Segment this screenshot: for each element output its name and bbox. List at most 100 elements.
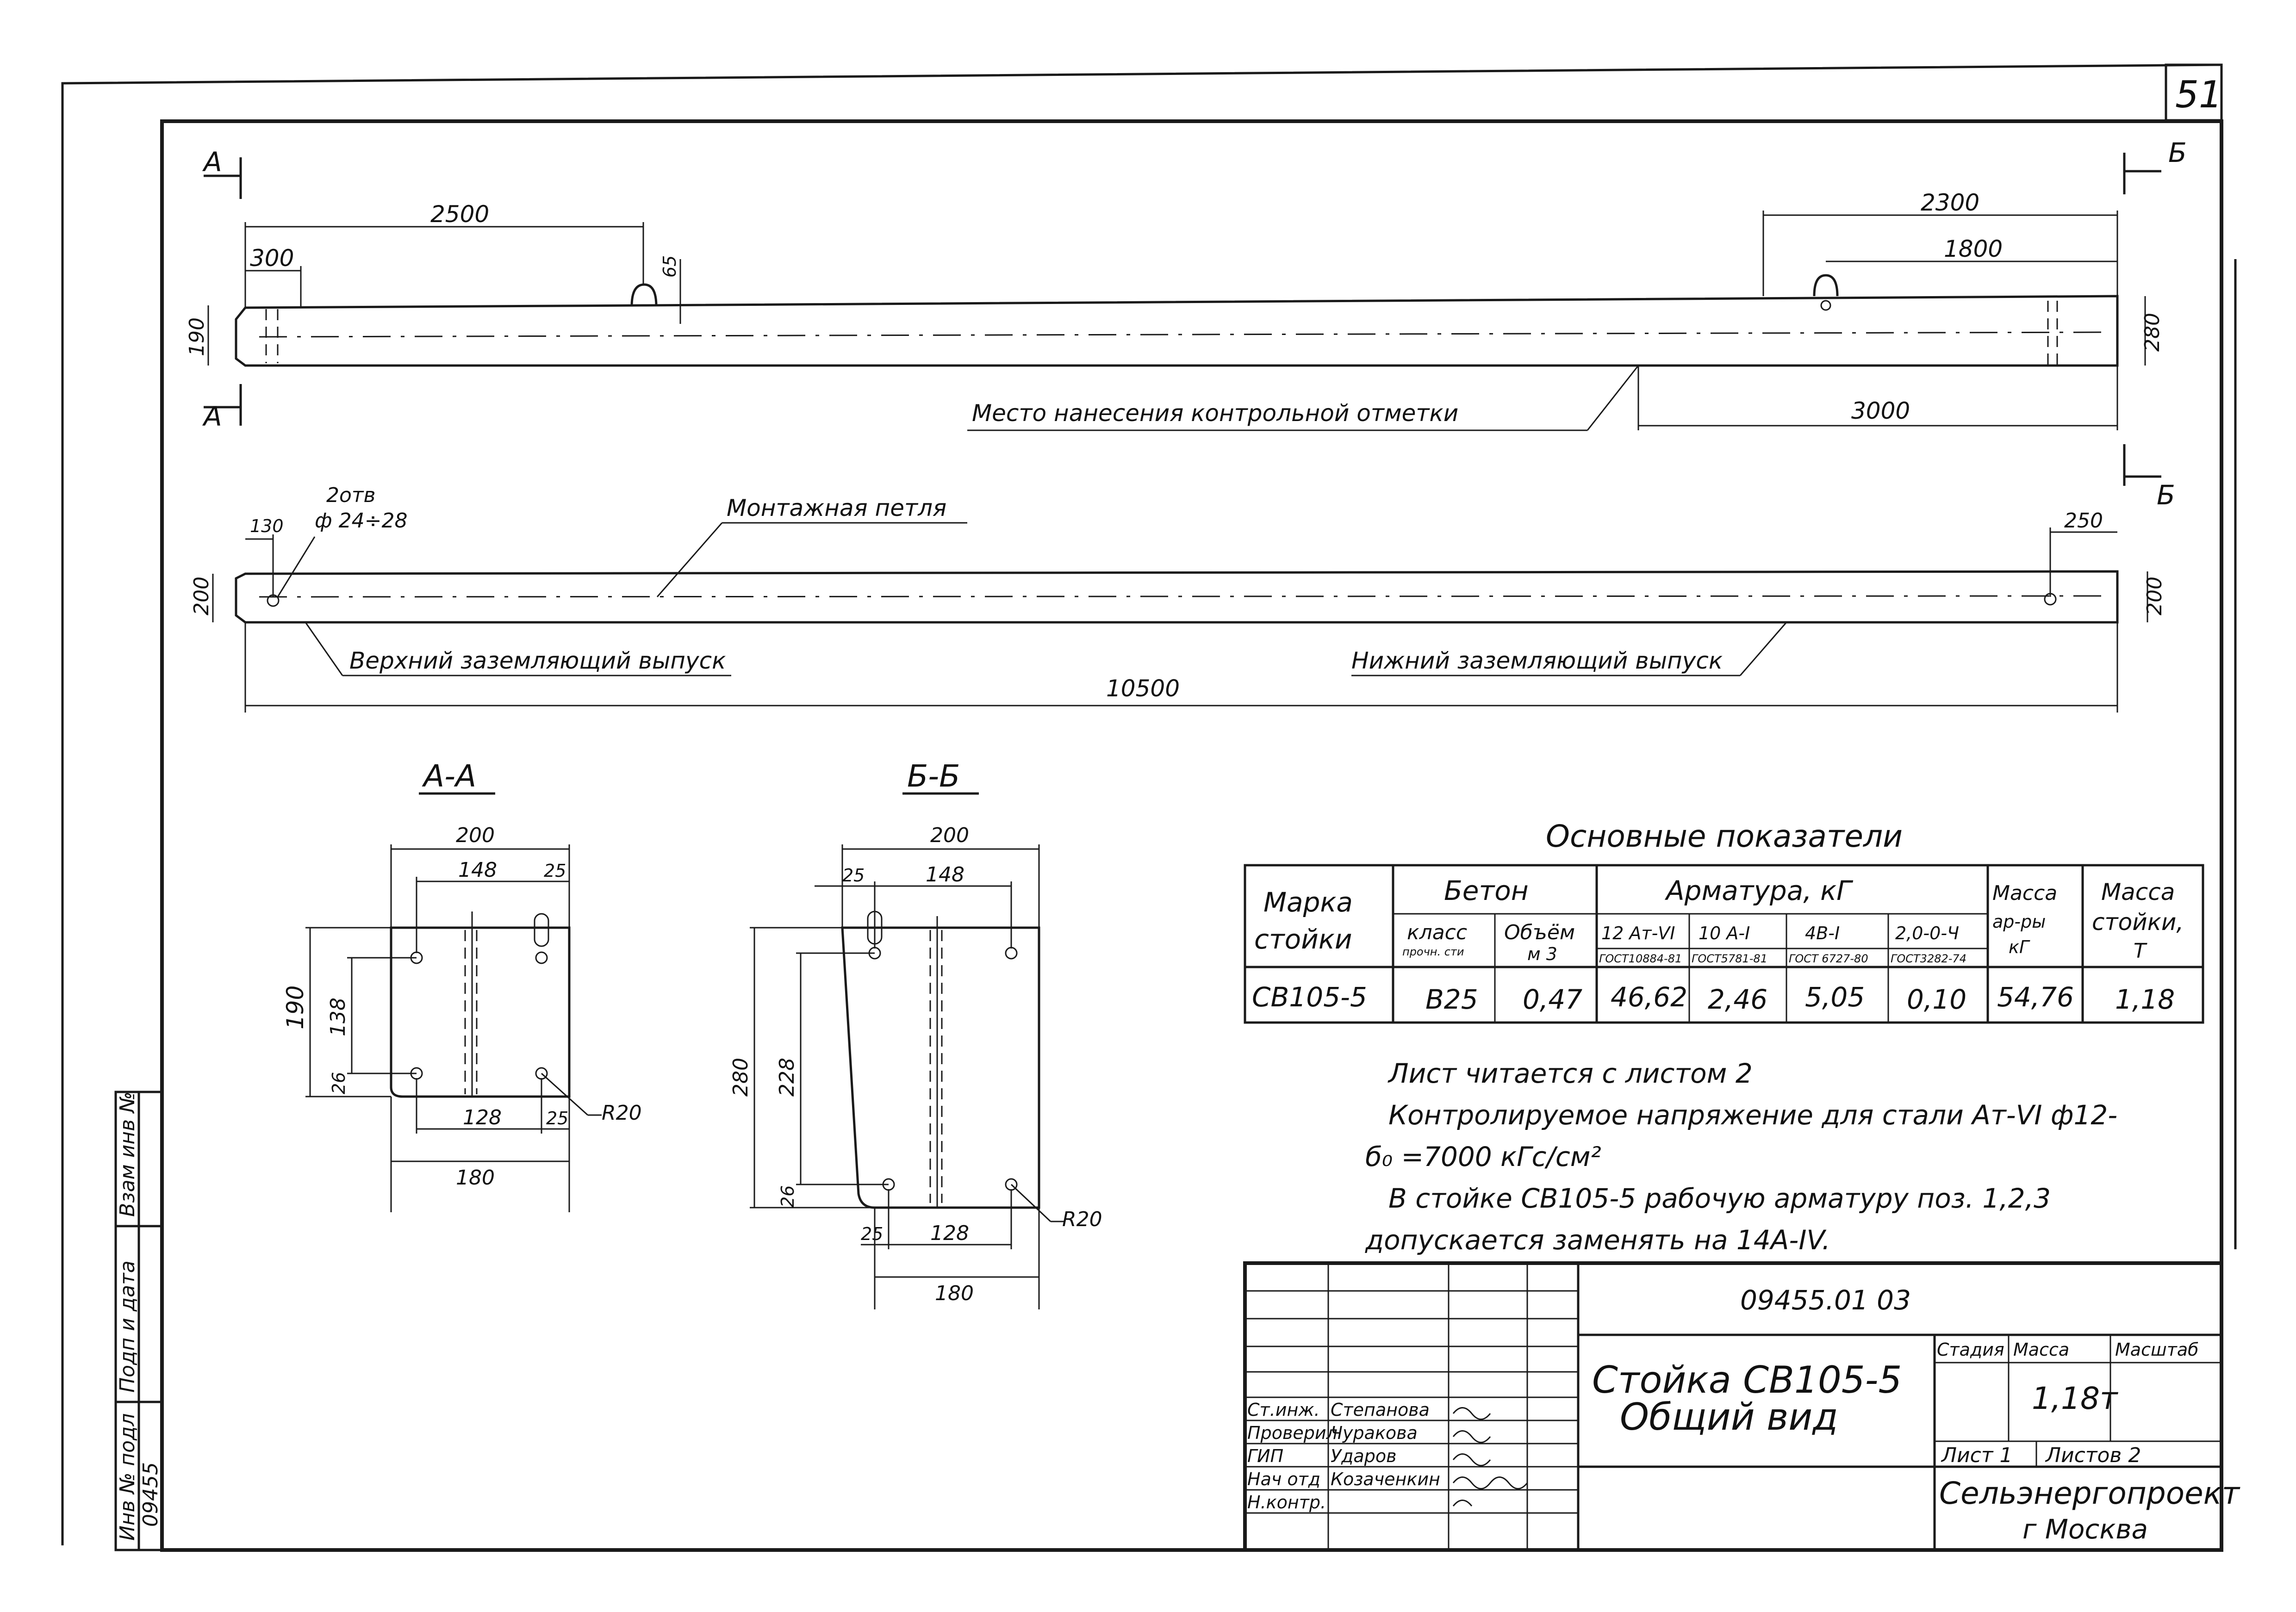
section-a-bottom: А	[202, 401, 222, 432]
sheet-frame: 51	[61, 63, 2237, 1552]
col-rebar-mass-3: кГ	[2009, 937, 2030, 957]
lifting-loop-1	[630, 283, 658, 307]
dim-1800: 1800	[1944, 236, 2003, 262]
bb-dim-25-top: 25	[842, 865, 865, 886]
stage-label: Стадия	[1937, 1339, 2004, 1360]
aa-dim-138: 138	[326, 998, 350, 1036]
scale-label: Масштаб	[2115, 1339, 2199, 1360]
signature-2	[1452, 1430, 1491, 1443]
section-bb-title: Б-Б	[907, 758, 960, 794]
col-concrete: Бетон	[1444, 875, 1529, 906]
pole-top-outline	[235, 295, 2119, 367]
aa-dim-25-top: 25	[544, 861, 566, 881]
inv-label: Инв № подл	[116, 1413, 139, 1541]
col-pole-mass-3: Т	[2134, 939, 2147, 963]
rebar-2: 10 А-I	[1699, 923, 1750, 943]
sheets-label: Листов 2	[2045, 1444, 2141, 1467]
sign-date-label: Подп и дата	[116, 1260, 139, 1393]
bb-dim-26: 26	[778, 1185, 798, 1208]
holes-label-1: 2отв	[326, 484, 375, 507]
aa-dim-180: 180	[456, 1166, 495, 1190]
aa-dim-26: 26	[329, 1072, 349, 1094]
dim-200-right: 200	[2143, 577, 2166, 615]
bb-dim-200: 200	[930, 824, 969, 847]
name-2: Чуракова	[1331, 1423, 1418, 1443]
row-rebar-mass: 54,76	[1997, 981, 2074, 1013]
signature-1	[1452, 1407, 1491, 1420]
notes: Лист читается с листом 2 Контролируемое …	[1365, 1058, 2117, 1256]
col-mark-2: стойки	[1254, 924, 1352, 955]
bb-dim-25-bottom: 25	[861, 1224, 883, 1244]
aa-dim-128: 128	[463, 1106, 502, 1129]
section-b-bottom: Б	[2157, 479, 2175, 511]
dim-2300: 2300	[1921, 189, 1979, 216]
lifting-loop-2	[1813, 274, 1839, 297]
col-pole-mass-2: стойки,	[2092, 909, 2184, 936]
note-line-5: допускается заменять на 14А-IV.	[1365, 1224, 1830, 1256]
dim-250: 250	[2064, 509, 2103, 533]
org-line-2: г Москва	[2022, 1513, 2148, 1545]
section-aa-title: А-А	[422, 758, 476, 794]
org-line-1: Сельэнергопроект	[1939, 1476, 2241, 1511]
col-rebar-mass-2: ар-ры	[1992, 911, 2046, 932]
col-vol-2: м 3	[1527, 944, 1557, 964]
signature-5	[1452, 1500, 1473, 1507]
top-view: А А Б Б 2500 300 65 190 2300 1800 280 30…	[185, 137, 2187, 511]
rebar-3: 4В-I	[1805, 923, 1840, 943]
control-mark-label: Место нанесения контрольной отметки	[972, 400, 1458, 427]
bb-radius: R20	[1062, 1208, 1102, 1231]
pole-side-outline	[235, 570, 2119, 624]
title-line-2: Общий вид	[1620, 1395, 1838, 1438]
rebar-2-std: ГОСТ5781-81	[1692, 952, 1767, 965]
row-r1: 46,62	[1611, 981, 1687, 1013]
indicators-table: Основные показатели Марка стойки Бетон к…	[1244, 818, 2204, 1024]
signature-3	[1452, 1453, 1491, 1466]
title-line-1: Стойка СВ105-5	[1592, 1358, 1902, 1401]
section-aa: А-А 200 148 25 190 138 26 128 25 R	[282, 758, 642, 1212]
dim-65: 65	[660, 255, 680, 278]
section-bb-outline	[841, 926, 1040, 1209]
row-r3: 5,05	[1805, 981, 1865, 1013]
aa-dim-25-bottom: 25	[546, 1108, 568, 1128]
aa-radius: R20	[602, 1101, 642, 1125]
aa-dim-148: 148	[458, 858, 497, 882]
dim-190: 190	[185, 317, 209, 356]
name-4: Козаченкин	[1331, 1469, 1440, 1489]
note-line-1: Лист читается с листом 2	[1388, 1058, 1753, 1089]
inv-value: 09455	[139, 1462, 162, 1527]
title-block: Ст.инж. Проверил ГИП Нач отд Н.контр. Ст…	[1243, 1261, 2241, 1552]
mass-label: Масса	[2013, 1339, 2069, 1360]
bb-dim-280: 280	[729, 1058, 753, 1097]
section-b-top: Б	[2168, 137, 2187, 168]
col-class-2: прочн. сти	[1402, 945, 1464, 958]
role-2: Проверил	[1247, 1423, 1338, 1443]
aa-dim-200: 200	[456, 824, 495, 847]
bb-dim-228: 228	[775, 1058, 799, 1097]
rebar-3-std: ГОСТ 6727-80	[1789, 952, 1868, 965]
dim-10500: 10500	[1106, 675, 1180, 702]
name-3: Ударов	[1331, 1446, 1396, 1466]
col-vol-1: Объём	[1504, 921, 1575, 944]
row-r4: 0,10	[1907, 984, 1966, 1015]
col-pole-mass-1: Масса	[2101, 879, 2175, 905]
role-3: ГИП	[1247, 1446, 1283, 1466]
lifting-loop-label: Монтажная петля	[727, 495, 946, 521]
aa-dim-190: 190	[282, 986, 309, 1029]
indicators-title: Основные показатели	[1546, 818, 1903, 854]
mass-value: 1,18т	[2032, 1381, 2119, 1416]
note-line-2: Контролируемое напряжение для стали Ат-V…	[1388, 1099, 2117, 1131]
row-mark: СВ105-5	[1252, 981, 1367, 1013]
dim-3000: 3000	[1851, 397, 1910, 424]
sheet-label: Лист 1	[1941, 1444, 2012, 1467]
sheet-number-box	[2165, 63, 2223, 122]
rebar-1: 12 Ат-VI	[1601, 923, 1675, 943]
rebar-4: 2,0-0-Ч	[1895, 923, 1959, 943]
note-line-4: В стойке СВ105-5 рабочую арматуру поз. 1…	[1388, 1183, 2051, 1214]
rebar-1-std: ГОСТ10884-81	[1599, 952, 1682, 965]
col-mark-1: Марка	[1263, 887, 1353, 918]
sheet-number: 51	[2175, 73, 2222, 116]
bb-dim-128: 128	[930, 1221, 969, 1245]
dim-300: 300	[250, 245, 294, 272]
row-pole-mass: 1,18	[2115, 984, 2175, 1015]
name-1: Степанова	[1331, 1400, 1430, 1420]
